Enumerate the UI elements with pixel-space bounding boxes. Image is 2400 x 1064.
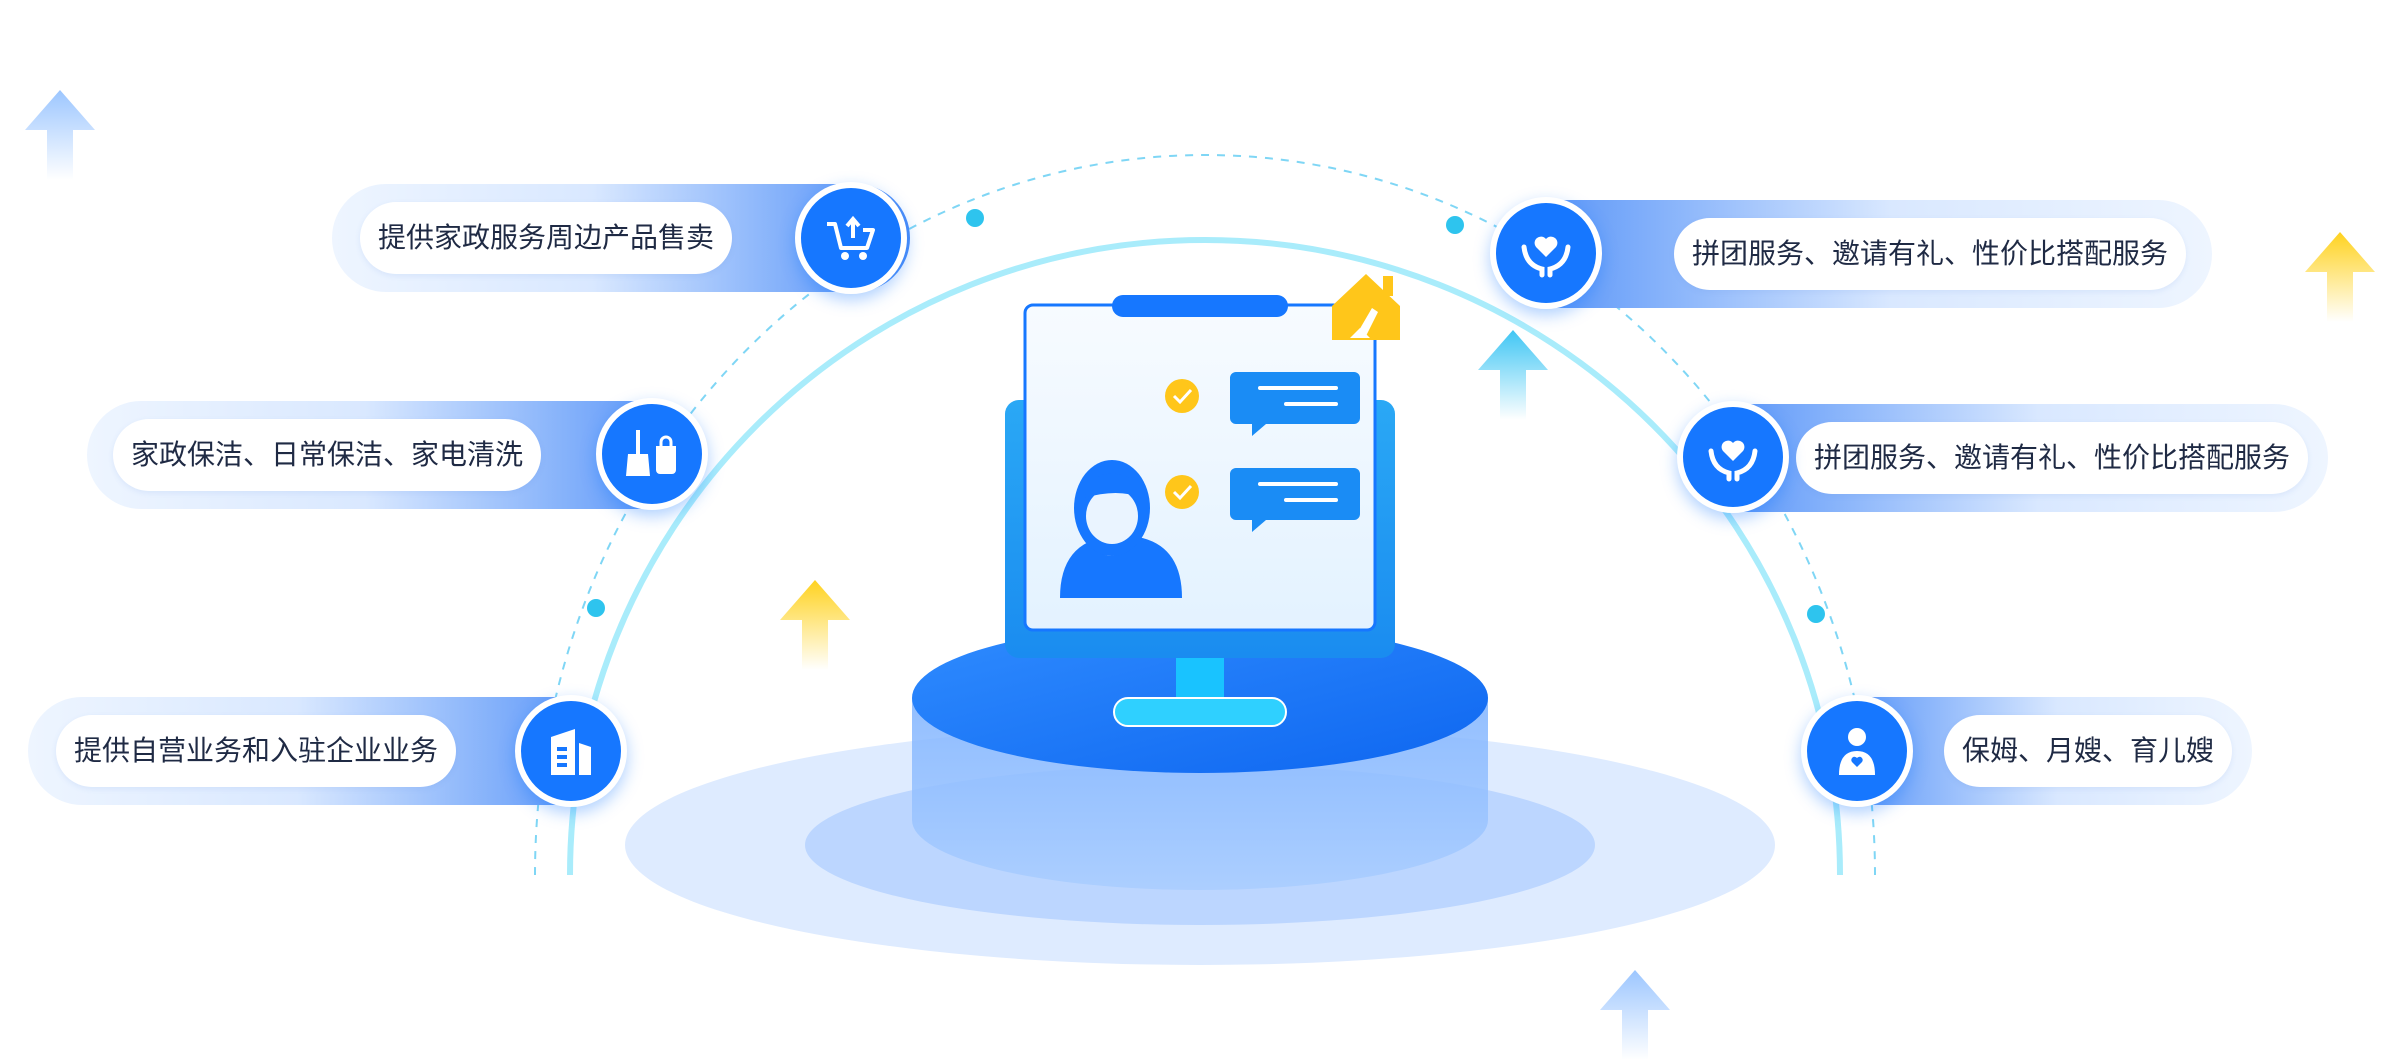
arrow-up-icon [1600,970,1670,1060]
arc-dot [587,599,605,617]
service-badge [795,182,907,294]
shopping-cart-icon [827,215,875,260]
monitor-base [1113,697,1287,727]
service-label: 拼团服务、邀请有礼、性价比搭配服务 [1673,218,2186,290]
service-label: 家政保洁、日常保洁、家电清洗 [113,419,542,491]
service-badge [596,398,708,510]
service-item-right-2: 拼团服务、邀请有礼、性价比搭配服务 [1684,404,2328,512]
service-item-right-1: 拼团服务、邀请有礼、性价比搭配服务 [1500,200,2212,308]
cleaning-broom-icon [626,430,676,476]
arrow-up-icon [25,90,95,180]
service-badge [1801,695,1913,807]
service-badge [1677,401,1789,513]
service-label: 拼团服务、邀请有礼、性价比搭配服务 [1795,422,2308,494]
service-label: 保姆、月嫂、育儿嫂 [1943,715,2232,787]
heart-hands-icon [1521,236,1571,278]
arc-dot [966,209,984,227]
check-icon [1165,475,1199,509]
building-icon [551,729,591,775]
arrow-up-icon [1478,330,1548,420]
nanny-icon [1839,728,1875,775]
outer-dashed-arc [534,154,1876,876]
check-icon [1165,379,1199,413]
arrow-up-icon [2305,232,2375,322]
housekeeper-avatar-icon [1060,460,1182,598]
arrow-up-icon [780,580,850,670]
inner-arc [567,237,1843,876]
service-label: 提供自营业务和入驻企业业务 [56,715,457,787]
arc-dot [1807,605,1825,623]
service-label: 提供家政服务周边产品售卖 [360,202,733,274]
arc-dot [1446,216,1464,234]
screen-top-bar [1112,295,1288,317]
service-badge [515,695,627,807]
heart-hands-icon [1708,440,1758,482]
service-badge [1490,197,1602,309]
house-broom-icon [1332,274,1400,340]
